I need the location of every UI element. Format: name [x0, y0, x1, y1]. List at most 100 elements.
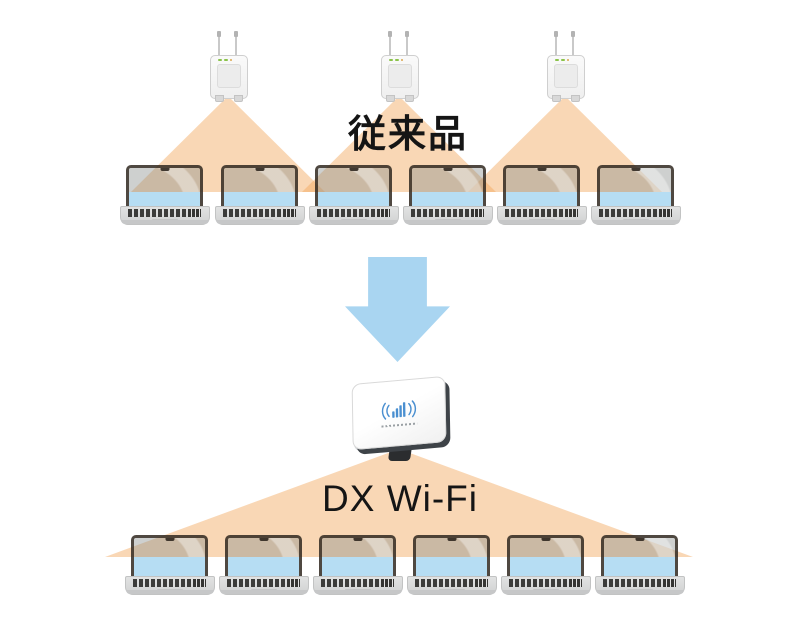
- laptop-keyboard: [219, 576, 309, 595]
- screen-display: [129, 191, 200, 210]
- key-row: [133, 579, 206, 587]
- access-point-panel: [388, 64, 412, 88]
- laptop-icon: [407, 535, 497, 601]
- trackpad: [247, 219, 273, 223]
- led-indicator: [555, 59, 559, 61]
- access-point-body: [210, 55, 248, 102]
- screen-display: [510, 556, 581, 580]
- laptop-icon: [120, 165, 210, 231]
- webcam-dot: [443, 168, 452, 171]
- led-indicator: [230, 59, 232, 61]
- access-point-icon-2: [379, 31, 419, 102]
- antenna-icon: [234, 31, 238, 58]
- laptop-keyboard: [309, 206, 399, 225]
- led-indicator: [224, 59, 228, 61]
- screen-display: [600, 191, 671, 210]
- device-fine-print: [381, 422, 418, 428]
- key-row: [128, 209, 201, 217]
- laptop-icon: [403, 165, 493, 231]
- screen-glare: [412, 168, 483, 192]
- screen-glare: [416, 538, 487, 557]
- laptop-keyboard: [120, 206, 210, 225]
- screen-display: [506, 191, 577, 210]
- trackpad: [345, 589, 371, 593]
- screen-glare: [228, 538, 299, 557]
- webcam-dot: [541, 538, 550, 541]
- key-row: [599, 209, 672, 217]
- laptop-icon: [497, 165, 587, 231]
- access-point-icon-1: [208, 31, 248, 102]
- access-point-body: [547, 55, 585, 102]
- led-indicator: [218, 59, 222, 61]
- laptop-screen: [221, 165, 298, 213]
- laptop-icon: [309, 165, 399, 231]
- laptop-icon: [215, 165, 305, 231]
- led-indicator: [567, 59, 569, 61]
- laptop-keyboard: [313, 576, 403, 595]
- trackpad: [435, 219, 461, 223]
- laptop-icon: [219, 535, 309, 601]
- access-point-panel: [217, 64, 241, 88]
- webcam-dot: [160, 168, 169, 171]
- laptop-screen: [225, 535, 302, 583]
- screen-glare: [604, 538, 675, 557]
- before-section-label: 従来品: [347, 114, 469, 156]
- screen-glare: [129, 168, 200, 192]
- screen-display: [318, 191, 389, 210]
- webcam-dot: [353, 538, 362, 541]
- laptop-keyboard: [501, 576, 591, 595]
- wifi-signal-icon: [381, 400, 417, 420]
- screen-display: [416, 556, 487, 580]
- laptop-icon: [595, 535, 685, 601]
- mount-stand: [387, 446, 413, 461]
- laptop-screen: [503, 165, 580, 213]
- laptop-screen: [597, 165, 674, 213]
- laptop-screen: [409, 165, 486, 213]
- laptop-screen: [601, 535, 678, 583]
- laptop-keyboard: [407, 576, 497, 595]
- antenna-icon: [554, 31, 558, 58]
- screen-glare: [224, 168, 295, 192]
- access-point-body: [381, 55, 419, 102]
- laptop-keyboard: [215, 206, 305, 225]
- laptop-icon: [125, 535, 215, 601]
- trackpad: [341, 219, 367, 223]
- trackpad: [623, 219, 649, 223]
- laptop-screen: [131, 535, 208, 583]
- access-point-icon-3: [545, 31, 585, 102]
- screen-display: [224, 191, 295, 210]
- key-row: [227, 579, 300, 587]
- webcam-dot: [165, 538, 174, 541]
- down-arrow-icon: [345, 257, 450, 362]
- trackpad: [533, 589, 559, 593]
- key-row: [223, 209, 296, 217]
- key-row: [321, 579, 394, 587]
- antenna-icon: [405, 31, 409, 58]
- webcam-dot: [255, 168, 264, 171]
- trackpad: [439, 589, 465, 593]
- screen-display: [228, 556, 299, 580]
- mount-foot: [571, 95, 580, 102]
- trackpad: [627, 589, 653, 593]
- key-row: [509, 579, 582, 587]
- key-row: [415, 579, 488, 587]
- webcam-dot: [447, 538, 456, 541]
- webcam-dot: [537, 168, 546, 171]
- laptop-icon: [313, 535, 403, 601]
- trackpad: [152, 219, 178, 223]
- screen-display: [604, 556, 675, 580]
- laptop-icon: [591, 165, 681, 231]
- mount-foot: [552, 95, 561, 102]
- laptop-keyboard: [497, 206, 587, 225]
- key-row: [411, 209, 484, 217]
- screen-display: [412, 191, 483, 210]
- screen-glare: [318, 168, 389, 192]
- screen-display: [134, 556, 205, 580]
- trackpad: [157, 589, 183, 593]
- antenna-icon: [388, 31, 392, 58]
- webcam-dot: [259, 538, 268, 541]
- laptop-keyboard: [595, 576, 685, 595]
- key-row: [505, 209, 578, 217]
- mount-foot: [386, 95, 395, 102]
